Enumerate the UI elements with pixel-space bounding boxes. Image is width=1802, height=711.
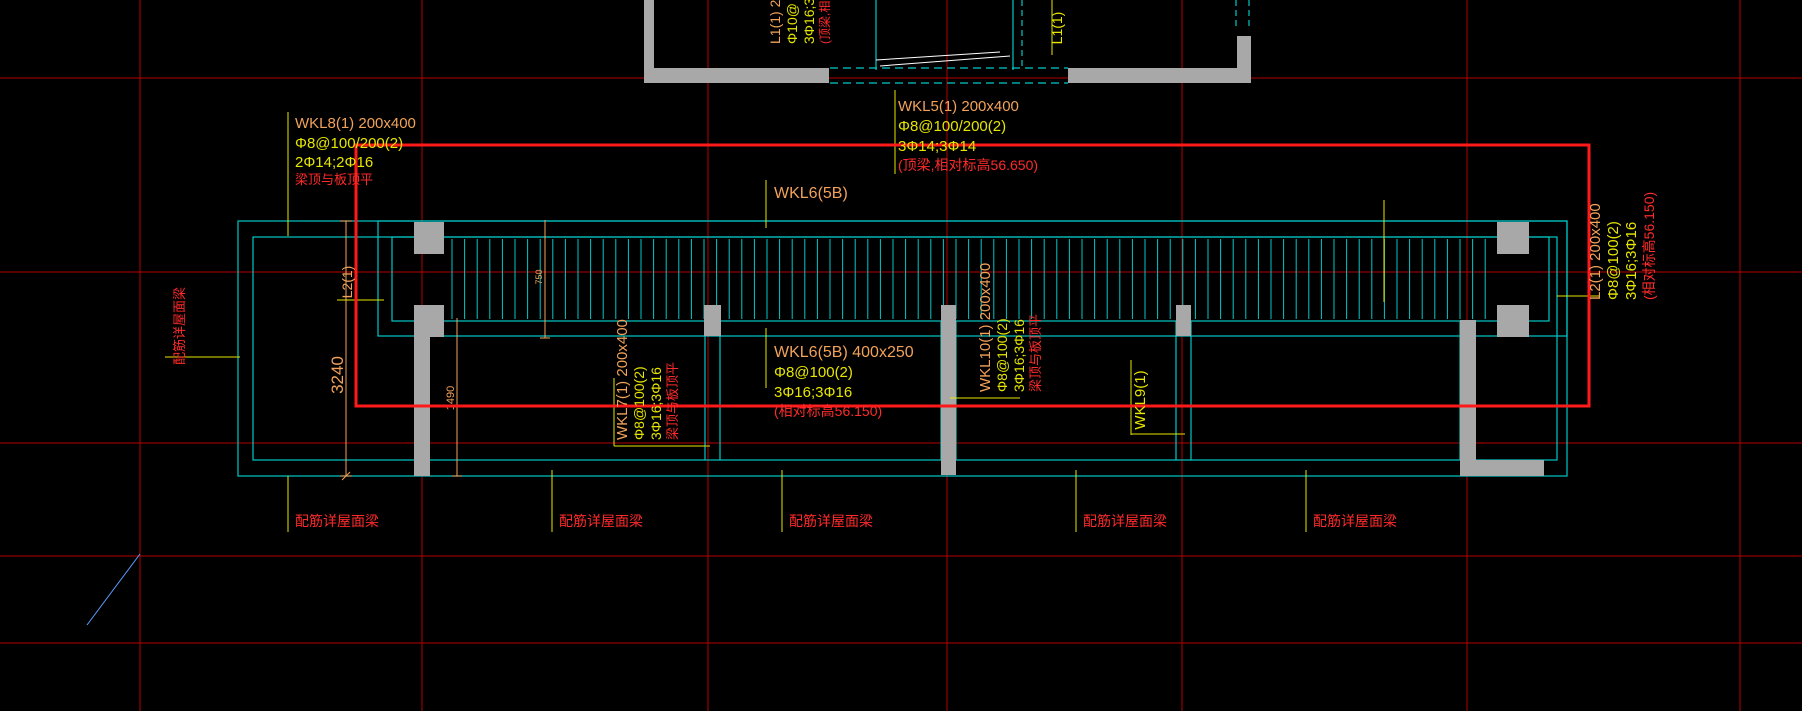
stair-hatch-lines: [451, 239, 1486, 319]
wkl6-stirrup: Φ8@100(2): [774, 364, 853, 381]
wkl10-title: WKL10(1) 200x400: [977, 263, 994, 392]
wkl8-stirrup: Φ8@100/200(2): [295, 135, 403, 152]
wkl5-bars: 3Φ14;3Φ14: [898, 138, 976, 155]
ref-note-1: 配筋详屋面梁: [295, 513, 379, 529]
dim-750: 750: [534, 269, 544, 284]
dimension-lines: [340, 220, 550, 481]
highlight-selection-box[interactable]: [354, 143, 1591, 408]
l2-tag: L2(1): [339, 266, 355, 299]
wkl6-bars: 3Φ16;3Φ16: [774, 384, 852, 401]
wkl6-top-tag: WKL6(5B): [774, 185, 848, 202]
wkl8-bars: 2Φ14;2Φ16: [295, 154, 373, 171]
dim-3240: 3240: [328, 356, 347, 394]
wkl8-note: 梁顶与板顶平: [295, 172, 373, 187]
l2-title: L2(1) 200x400: [1587, 203, 1604, 300]
wkl9-tag: WKL9(1): [1132, 370, 1149, 429]
wkl6-title: WKL6(5B) 400x250: [774, 344, 914, 361]
ref-note-4: 配筋详屋面梁: [1083, 513, 1167, 529]
wkl5-note: (顶梁,相对标高56.650): [898, 157, 1038, 173]
upper-room: [644, 0, 1251, 84]
wkl10-stirrup: Φ8@100(2): [994, 318, 1010, 392]
l2-stirrup: Φ8@100(2): [1605, 221, 1622, 300]
wkl5-title: WKL5(1) 200x400: [898, 98, 1019, 115]
l1-stirrup: Φ10@: [784, 3, 800, 44]
ref-note-left: 配筋详屋面梁: [172, 287, 187, 365]
wkl10-bars: 3Φ16;3Φ16: [1011, 319, 1027, 392]
leader-lines: [165, 0, 1600, 532]
l1-label-group: L1(1) 2 Φ10@ 3Φ16;3 (顶梁,相: [767, 0, 832, 44]
ref-note-3: 配筋详屋面梁: [789, 513, 873, 529]
l2-note: (相对标高56.150): [1641, 192, 1657, 300]
l1-right-tag: L1(1): [1049, 12, 1065, 45]
wkl6-note: (相对标高56.150): [774, 403, 882, 419]
wkl10-label-group: WKL10(1) 200x400 Φ8@100(2) 3Φ16;3Φ16 梁顶与…: [977, 263, 1043, 392]
wkl7-label-group: WKL7(1) 200x400 Φ8@100(2) 3Φ16;3Φ16 梁顶与板…: [614, 319, 680, 440]
wkl7-title: WKL7(1) 200x400: [614, 319, 631, 440]
stray-line: [86, 553, 141, 626]
wkl5-stirrup: Φ8@100/200(2): [898, 118, 1006, 135]
wkl8-title: WKL8(1) 200x400: [295, 115, 416, 132]
l1-title: L1(1) 2: [767, 0, 783, 44]
wkl10-note: 梁顶与板顶平: [1028, 314, 1043, 392]
ref-note-5: 配筋详屋面梁: [1313, 513, 1397, 529]
dim-1490: 1490: [445, 386, 457, 410]
l2-label-group: L2(1) 200x400 Φ8@100(2) 3Φ16;3Φ16 (相对标高5…: [1587, 192, 1657, 300]
ref-note-2: 配筋详屋面梁: [559, 513, 643, 529]
l2-bars: 3Φ16;3Φ16: [1623, 222, 1640, 300]
wkl7-stirrup: Φ8@100(2): [631, 366, 647, 440]
l1-bars: 3Φ16;3: [801, 0, 817, 44]
l1-note: (顶梁,相: [817, 1, 832, 44]
wkl7-bars: 3Φ16;3Φ16: [648, 367, 664, 440]
wkl7-note: 梁顶与板顶平: [665, 362, 680, 440]
